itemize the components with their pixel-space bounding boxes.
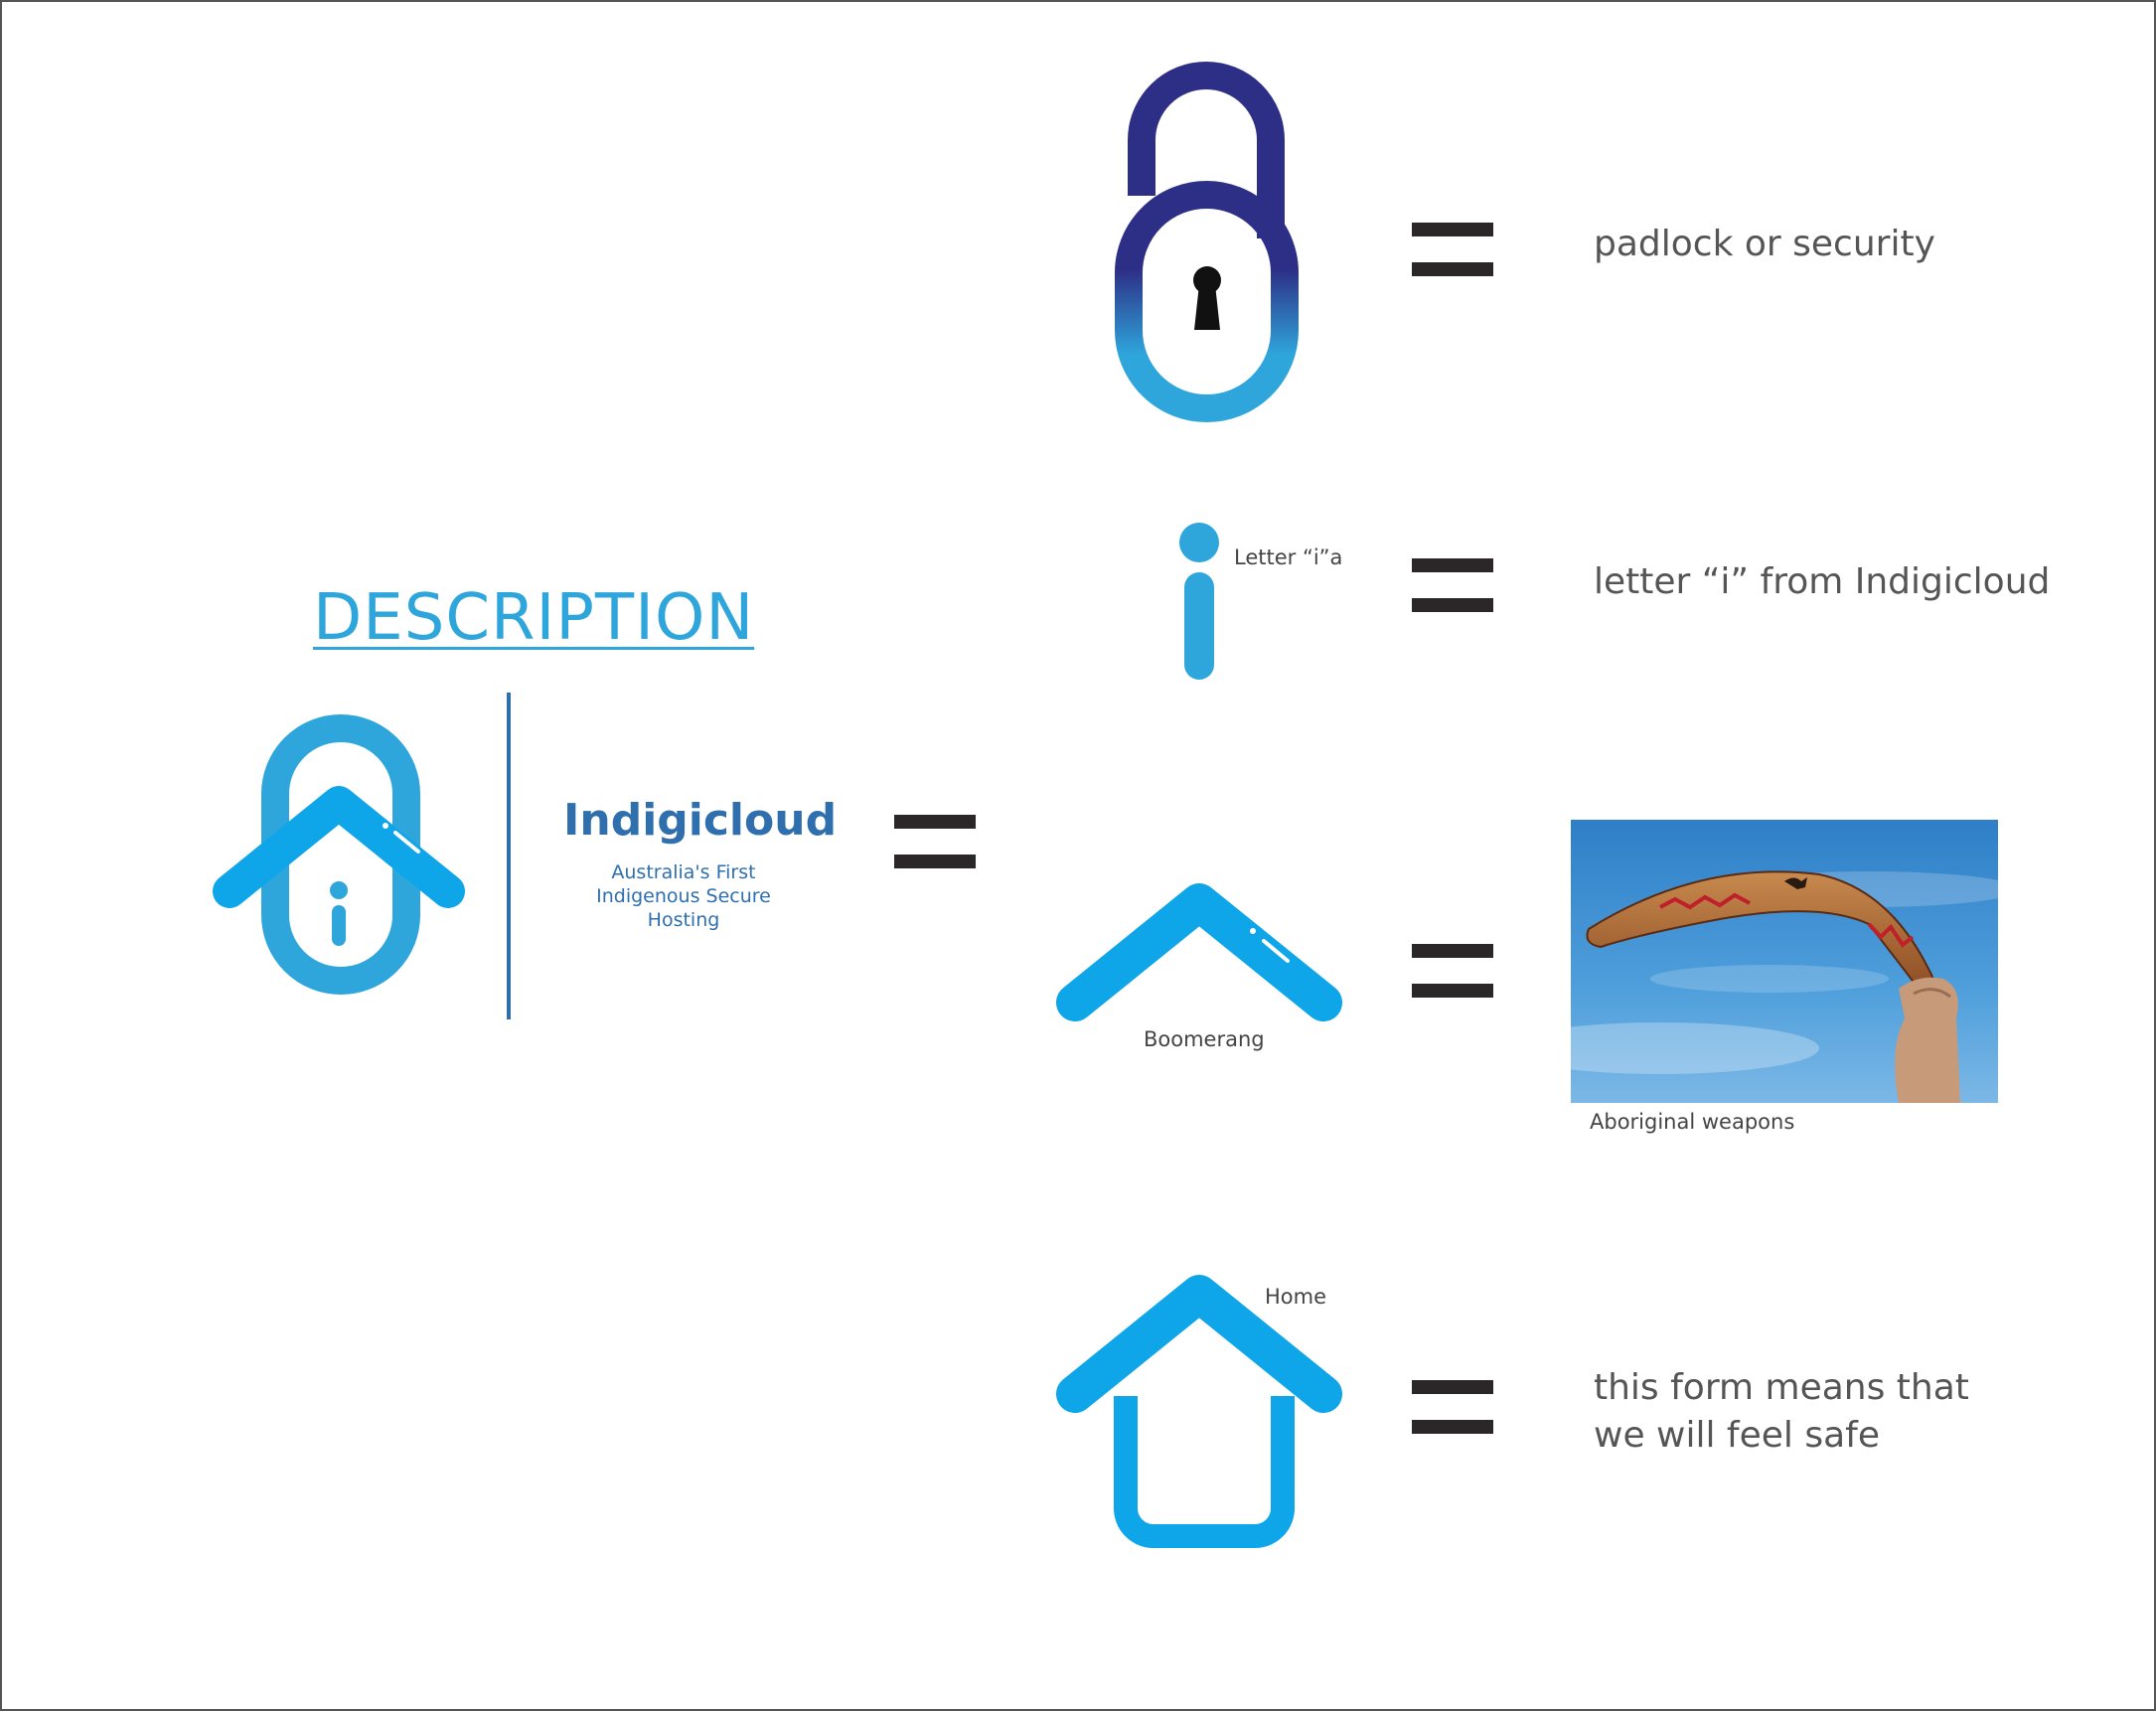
tagline-line-2: Indigenous Secure Hosting [596, 885, 771, 931]
letter-i-icon [1179, 523, 1219, 680]
brand-tagline: Australia's First Indigenous Secure Host… [561, 860, 806, 932]
logo-icon [213, 714, 465, 995]
home-label: Home [1265, 1285, 1327, 1309]
home-icon [1056, 1275, 1342, 1548]
photo-caption: Aboriginal weapons [1590, 1110, 1795, 1134]
boomerang-label: Boomerang [1144, 1027, 1265, 1051]
boomerang-icon [1056, 883, 1342, 1021]
home-meaning-line-1: this form means that [1594, 1367, 1969, 1408]
home-meaning-line-2: we will feel safe [1594, 1415, 1880, 1456]
equals-sign-padlock [1412, 223, 1493, 276]
equals-sign-home [1412, 1380, 1493, 1434]
letter-i-label: Letter “i”a [1234, 545, 1343, 569]
equals-sign-main [894, 815, 976, 868]
tagline-line-1: Australia's First [611, 861, 756, 883]
equals-sign-boomerang [1412, 944, 1493, 998]
padlock-meaning: padlock or security [1594, 224, 1935, 264]
letter-i-meaning: letter “i” from Indigicloud [1594, 561, 2051, 602]
brand-name: Indigicloud [563, 795, 838, 846]
equals-sign-letter-i [1412, 558, 1493, 612]
boomerang-photo [1571, 820, 1998, 1103]
page-title: DESCRIPTION [313, 581, 755, 655]
padlock-icon [1115, 62, 1299, 422]
